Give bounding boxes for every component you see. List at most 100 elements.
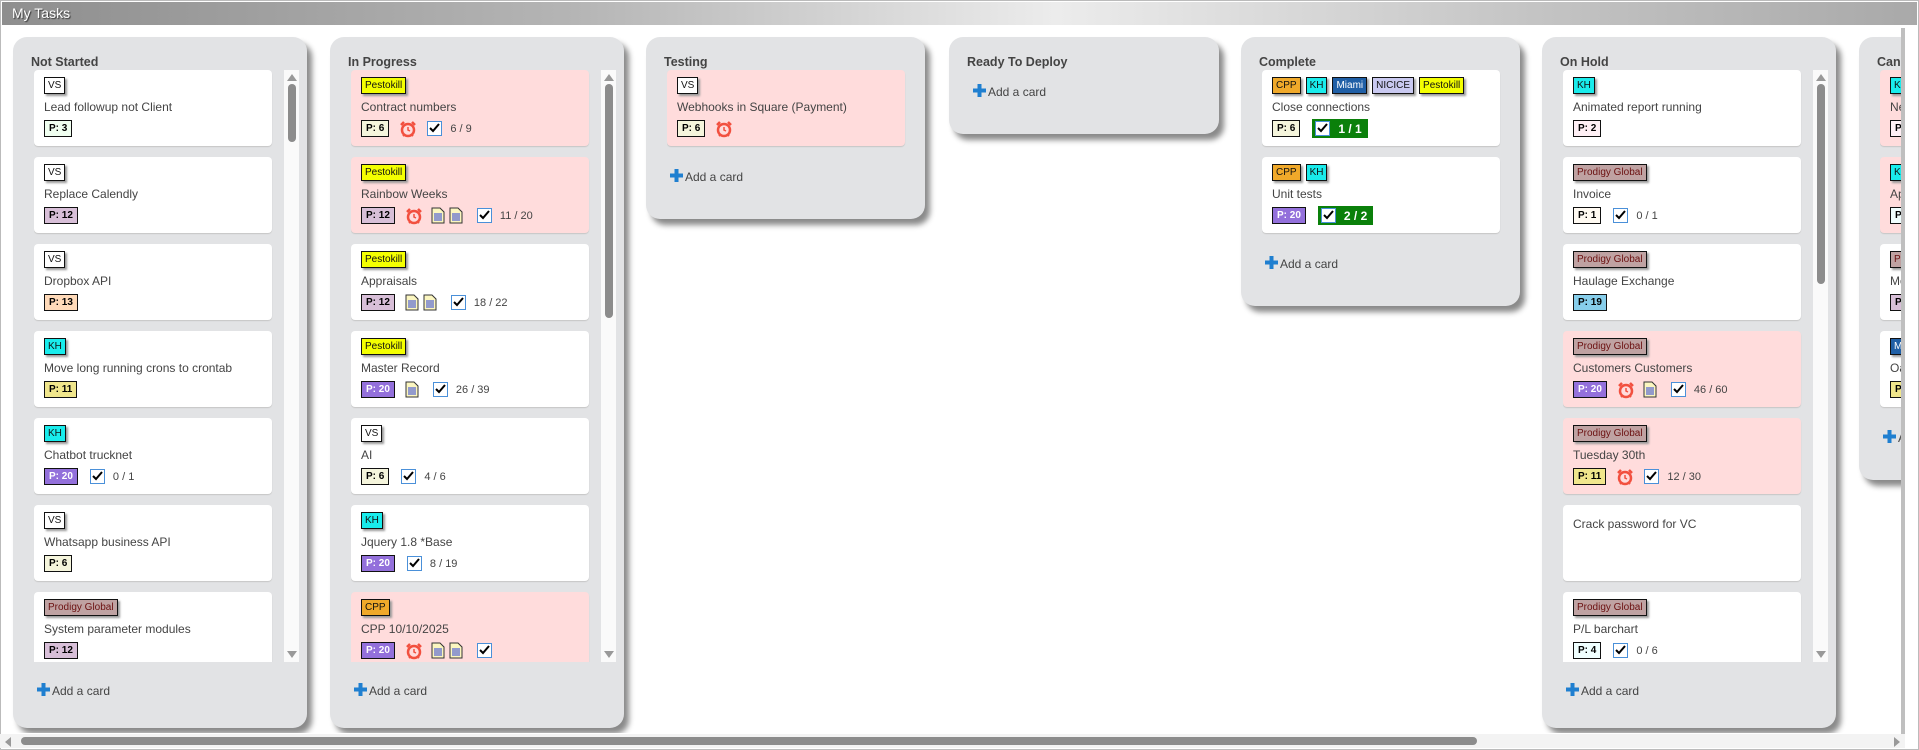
horizontal-scrollbar[interactable] — [0, 734, 1905, 748]
label-tag: VS — [44, 251, 66, 268]
viewport-edge — [1901, 28, 1905, 734]
checkbox-icon — [89, 469, 109, 484]
document-icon — [431, 642, 445, 659]
priority-badge: P: — [1890, 294, 1901, 311]
priority-badge: P: 6 — [1272, 120, 1301, 137]
add-card-button[interactable]: Add a card — [37, 683, 110, 699]
scroll-up-arrow-icon[interactable] — [287, 74, 297, 81]
add-card-button[interactable]: Add a card — [670, 169, 743, 185]
card-labels: Pr — [1890, 251, 1901, 268]
priority-badge: P: — [1890, 381, 1901, 398]
add-card-button[interactable]: Add a card — [1566, 683, 1639, 699]
column-canc: CancKHNeP:KHApP:PrMoP:MiOaP:Add a card — [1859, 37, 1901, 480]
task-card[interactable]: MiOaP: — [1880, 331, 1901, 407]
document-icon — [449, 642, 463, 659]
vertical-scrollbar-thumb[interactable] — [1817, 84, 1825, 284]
card-title: Rainbow Weeks — [361, 187, 448, 201]
checkbox-icon — [1613, 208, 1632, 223]
vertical-scrollbar-thumb[interactable] — [288, 84, 296, 142]
scroll-left-arrow-icon[interactable] — [5, 737, 11, 747]
alarm-clock-icon — [1616, 468, 1634, 486]
card-meta: P: 12 — [44, 207, 262, 224]
vertical-scrollbar[interactable] — [284, 70, 299, 662]
task-card[interactable]: Crack password for VC — [1563, 505, 1801, 581]
scroll-right-arrow-icon[interactable] — [1894, 737, 1900, 747]
horizontal-scrollbar-thumb[interactable] — [21, 737, 1477, 745]
card-labels: Prodigy Global — [1573, 338, 1791, 355]
label-tag: Prodigy Global — [1573, 251, 1647, 268]
card-labels: KH — [1890, 164, 1901, 181]
checklist-text: 0 / 1 — [1636, 209, 1658, 222]
vertical-scrollbar[interactable] — [601, 70, 616, 662]
task-card[interactable]: PrMoP: — [1880, 244, 1901, 320]
card-labels: VS — [361, 425, 579, 442]
add-card-button[interactable]: Add a card — [973, 84, 1046, 100]
add-card-label: Add a card — [369, 684, 428, 698]
label-tag: NICICE — [1372, 77, 1415, 94]
add-card-button[interactable]: Add a card — [1883, 430, 1901, 446]
scroll-up-arrow-icon[interactable] — [604, 74, 614, 81]
card-meta: P: 6 1 / 1 — [1272, 119, 1490, 138]
add-card-button[interactable]: Add a card — [1265, 256, 1338, 272]
label-tag: CPP — [1272, 164, 1301, 181]
checklist-text: 1 / 1 — [1338, 121, 1362, 136]
label-tag: VS — [44, 512, 66, 529]
checkbox-icon — [476, 208, 496, 223]
task-card[interactable]: KHNeP: — [1880, 70, 1901, 146]
card-meta: P: 2 — [1573, 120, 1791, 137]
checklist-text: 2 / 2 — [1343, 208, 1368, 223]
priority-badge: P: 20 — [361, 381, 395, 398]
board-title: My Tasks — [12, 5, 71, 21]
add-card-button[interactable]: Add a card — [354, 683, 427, 699]
card-title: Mo — [1890, 274, 1901, 288]
checklist-count: 1 / 1 — [1312, 119, 1368, 138]
scroll-up-arrow-icon[interactable] — [1816, 74, 1826, 81]
scroll-down-arrow-icon[interactable] — [287, 651, 297, 658]
scroll-down-arrow-icon[interactable] — [604, 651, 614, 658]
checklist-count: 12 / 30 — [1644, 469, 1701, 484]
card-meta: P: — [1890, 381, 1901, 398]
plus-icon — [1265, 256, 1280, 272]
checklist-text: 8 / 19 — [429, 557, 458, 570]
priority-badge: P: 3 — [44, 120, 73, 137]
task-card[interactable]: KHApP: — [1880, 157, 1901, 233]
card-title: P/L barchart — [1573, 622, 1638, 636]
vertical-scrollbar[interactable] — [1813, 70, 1828, 662]
alarm-clock-icon — [1617, 381, 1635, 399]
checkbox-icon — [1613, 643, 1632, 658]
priority-badge: P: 6 — [44, 555, 73, 572]
priority-badge: P: 11 — [1573, 468, 1607, 485]
checklist-text: 0 / 6 — [1636, 644, 1658, 657]
label-tag: Prodigy Global — [1573, 599, 1647, 616]
scroll-down-arrow-icon[interactable] — [1816, 651, 1826, 658]
vertical-scrollbar-thumb[interactable] — [605, 84, 613, 318]
label-tag: Prodigy Global — [1573, 338, 1647, 355]
add-card-label: Add a card — [52, 684, 111, 698]
